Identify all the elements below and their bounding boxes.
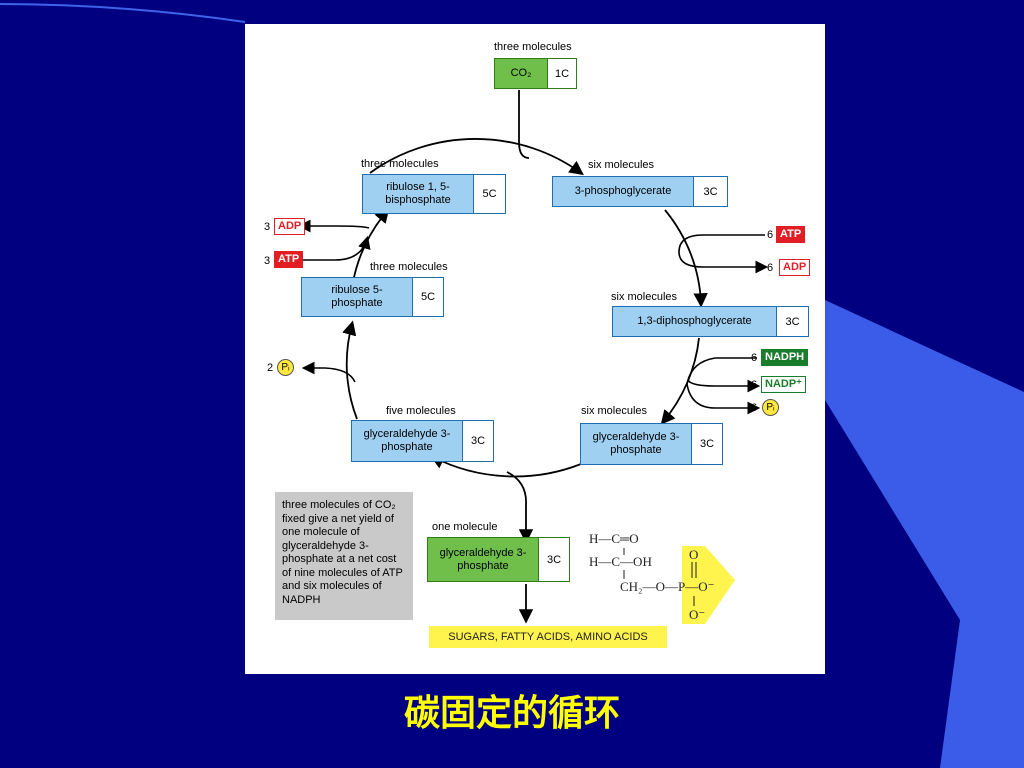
dpg-box: 1,3-diphosphoglycerate 3C (612, 306, 809, 337)
nadp-arrow (687, 379, 761, 393)
right-atp-badge: ATP (776, 226, 806, 243)
co2-name: CO₂ (495, 59, 547, 88)
products-label: SUGARS, FATTY ACIDS, AMINO ACIDS (429, 626, 667, 648)
g3p-structure: H—C═O H—C—OH CH₂—O—P—O⁻ O O⁻ (589, 531, 714, 622)
pi-left-count: 2 (267, 362, 274, 374)
ru5p-box: ribulose 5-phosphate 5C (301, 277, 444, 317)
pga-count-label: six molecules (588, 159, 655, 171)
slide-caption: 碳固定的循环 (403, 693, 620, 734)
left-adp-count: 3 (264, 221, 271, 233)
structure-line1: H—C═O (589, 531, 639, 546)
structure-line3: CH₂—O—P—O⁻ (620, 579, 714, 594)
structure-line2: H—C—OH (589, 554, 652, 569)
dpg-count-label: six molecules (611, 291, 678, 303)
pga-carbons: 3C (693, 177, 727, 206)
nadph-arrow (686, 357, 761, 415)
rubp-box: ribulose 1, 5-bisphosphate 5C (362, 174, 506, 214)
cycle-arrows: H—C═O H—C—OH CH₂—O—P—O⁻ O O⁻ (297, 90, 769, 624)
g3p-five-box: glyceraldehyde 3-phosphate 3C (351, 420, 494, 462)
dpg-name: 1,3-diphosphoglycerate (613, 307, 776, 336)
ru5p-name: ribulose 5-phosphate (302, 278, 412, 316)
left-adp-badge: ADP (274, 218, 306, 235)
arrow-co2-in (518, 90, 530, 159)
g3p-five-count-label: five molecules (386, 405, 456, 417)
g3p-one-carbons: 3C (538, 538, 569, 581)
arc-dpg-to-g3p (660, 337, 700, 425)
g3p-six-carbons: 3C (691, 424, 722, 464)
co2-box: CO₂ 1C (494, 58, 577, 89)
arc-g3p-to-g3p-five (429, 455, 582, 478)
phosphate-highlight (682, 546, 735, 624)
g3p-one-name: glyceraldehyde 3-phosphate (428, 538, 538, 581)
left-atp-badge: ATP (274, 251, 304, 268)
arc-g3p-to-ru5p (342, 320, 358, 420)
rubp-name: ribulose 1, 5-bisphosphate (363, 175, 473, 213)
accent-shape (825, 300, 1024, 768)
nadph-count: 6 (751, 352, 758, 364)
nadp-count: 6 (751, 379, 758, 391)
right-adp-badge: ADP (779, 259, 811, 276)
g3p-one-box: glyceraldehyde 3-phosphate 3C (427, 537, 570, 582)
adp-left-arrow (297, 219, 370, 233)
g3p-six-name: glyceraldehyde 3-phosphate (581, 424, 691, 464)
rubp-carbons: 5C (473, 175, 505, 213)
accent-curve (0, 3, 246, 23)
right-adp-count: 6 (767, 262, 774, 274)
co2-count-label: three molecules (494, 41, 572, 53)
calvin-cycle-figure: H—C═O H—C—OH CH₂—O—P—O⁻ O O⁻ three molec… (245, 24, 825, 674)
atp-adp-right-arrow (678, 234, 769, 274)
g3p-five-name: glyceraldehyde 3-phosphate (352, 421, 462, 461)
structure-o-top: O (689, 547, 698, 562)
arc-pga-to-dpg (664, 209, 708, 308)
ru5p-count-label: three molecules (370, 261, 448, 273)
arrow-g3p-out (506, 471, 534, 544)
pga-box: 3-phosphoglycerate 3C (552, 176, 728, 207)
atp-left-arrow (301, 235, 371, 261)
rubp-count-label: three molecules (361, 158, 439, 170)
nadph-badge: NADPH (761, 349, 809, 366)
g3p-six-box: glyceraldehyde 3-phosphate 3C (580, 423, 723, 465)
arc-rubp-to-pga (369, 138, 584, 176)
g3p-six-count-label: six molecules (581, 405, 648, 417)
pi-left-arrow (301, 361, 356, 383)
g3p-five-carbons: 3C (462, 421, 493, 461)
co2-carbons: 1C (547, 59, 576, 88)
pi-right-count: 6 (751, 402, 758, 414)
dpg-carbons: 3C (776, 307, 808, 336)
ru5p-carbons: 5C (412, 278, 443, 316)
summary-note: three molecules of CO₂ fixed give a net … (275, 492, 413, 620)
g3p-one-count-label: one molecule (432, 521, 498, 533)
pga-name: 3-phosphoglycerate (553, 177, 693, 206)
structure-o-bottom: O⁻ (689, 607, 705, 622)
pi-right-badge: Pᵢ (762, 399, 779, 416)
pi-left-badge: Pᵢ (277, 359, 294, 376)
right-atp-count: 6 (767, 229, 774, 241)
left-atp-count: 3 (264, 255, 271, 267)
nadp-badge: NADP⁺ (761, 376, 806, 393)
